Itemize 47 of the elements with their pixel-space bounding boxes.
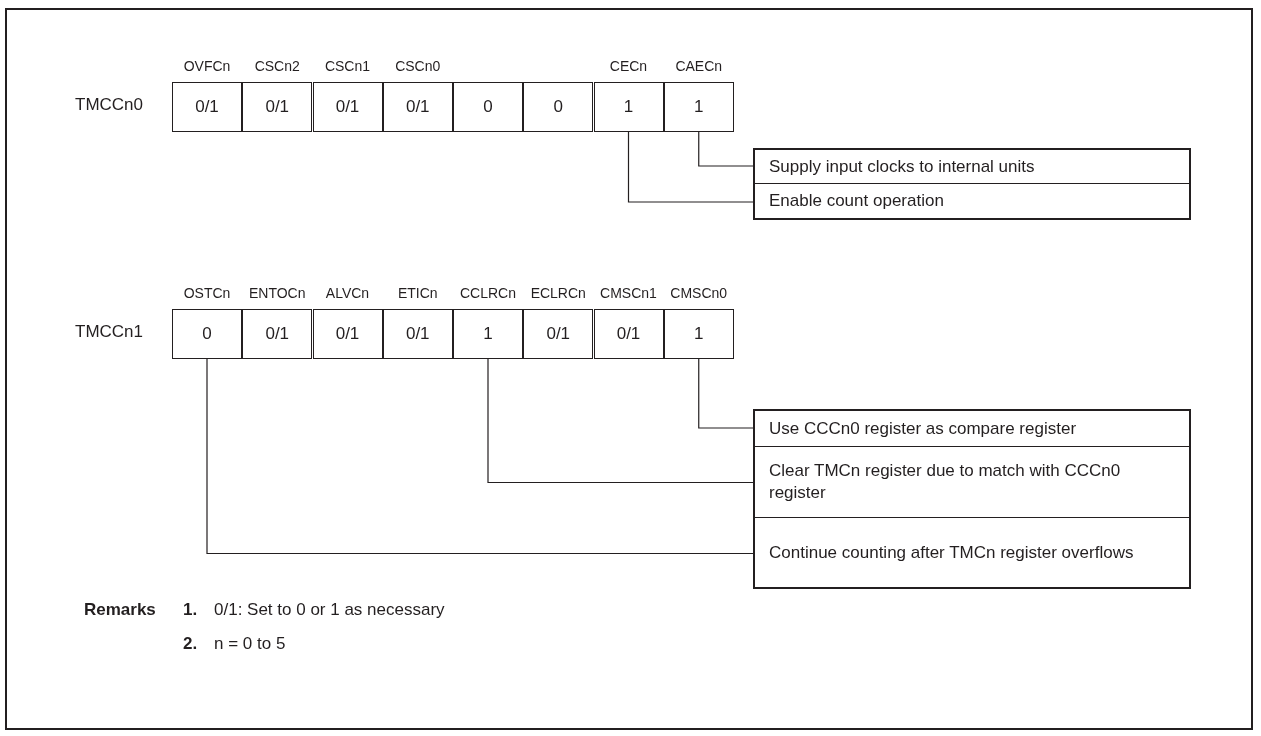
bit-name: ECLRCn bbox=[529, 285, 587, 301]
remark-number: 1. bbox=[183, 600, 198, 620]
remark-text: 0/1: Set to 0 or 1 as necessary bbox=[214, 600, 445, 620]
leader-line bbox=[487, 358, 754, 484]
bit-field: 0/1 bbox=[312, 82, 383, 132]
bit-name: ETICn bbox=[396, 285, 439, 301]
description-box: Supply input clocks to internal units bbox=[753, 148, 1191, 184]
bit-field: 0 bbox=[523, 82, 594, 132]
leader-line bbox=[698, 358, 754, 429]
bit-field: 0 bbox=[172, 309, 242, 359]
bit-name: CSCn2 bbox=[253, 58, 301, 74]
register-name: TMCCn1 bbox=[75, 322, 143, 342]
bit-field: 1 bbox=[453, 309, 523, 359]
bit-field: 0/1 bbox=[382, 309, 453, 359]
bit-field: 0/1 bbox=[172, 82, 242, 132]
description-box: Clear TMCn register due to match with CCCn0 register bbox=[753, 447, 1191, 518]
register-name: TMCCn0 bbox=[75, 95, 143, 115]
bit-field: 1 bbox=[663, 82, 734, 132]
leader-line bbox=[698, 131, 754, 167]
bit-field: 0/1 bbox=[242, 309, 313, 359]
bit-name: ENTOCn bbox=[247, 285, 307, 301]
remarks-heading: Remarks bbox=[84, 600, 156, 620]
leader-line bbox=[627, 131, 754, 203]
bit-field: 0/1 bbox=[242, 82, 313, 132]
bit-field: 0/1 bbox=[312, 309, 383, 359]
bit-name: ALVCn bbox=[324, 285, 371, 301]
description-box: Use CCCn0 register as compare register bbox=[753, 409, 1191, 447]
remark-text: n = 0 to 5 bbox=[214, 634, 286, 654]
bit-name: CECn bbox=[608, 58, 649, 74]
bit-name: OVFCn bbox=[182, 58, 232, 74]
bit-field: 1 bbox=[663, 309, 734, 359]
leader-line bbox=[206, 358, 754, 555]
bit-field: 0/1 bbox=[523, 309, 594, 359]
bit-name: CMSCn1 bbox=[599, 285, 658, 301]
bit-name: CSCn1 bbox=[323, 58, 372, 74]
remark-number: 2. bbox=[183, 634, 198, 654]
bit-name: CCLRCn bbox=[459, 285, 517, 301]
bit-field: 0/1 bbox=[382, 82, 453, 132]
bit-name: OSTCn bbox=[182, 285, 232, 301]
bit-field: 1 bbox=[593, 82, 664, 132]
bit-name: CAECn bbox=[674, 58, 724, 74]
bit-name: CSCn0 bbox=[394, 58, 442, 74]
description-box: Continue counting after TMCn register overflows bbox=[753, 518, 1191, 589]
description-box: Enable count operation bbox=[753, 184, 1191, 220]
bit-field: 0/1 bbox=[593, 309, 664, 359]
bit-name: CMSCn0 bbox=[669, 285, 729, 301]
bit-field: 0 bbox=[453, 82, 523, 132]
